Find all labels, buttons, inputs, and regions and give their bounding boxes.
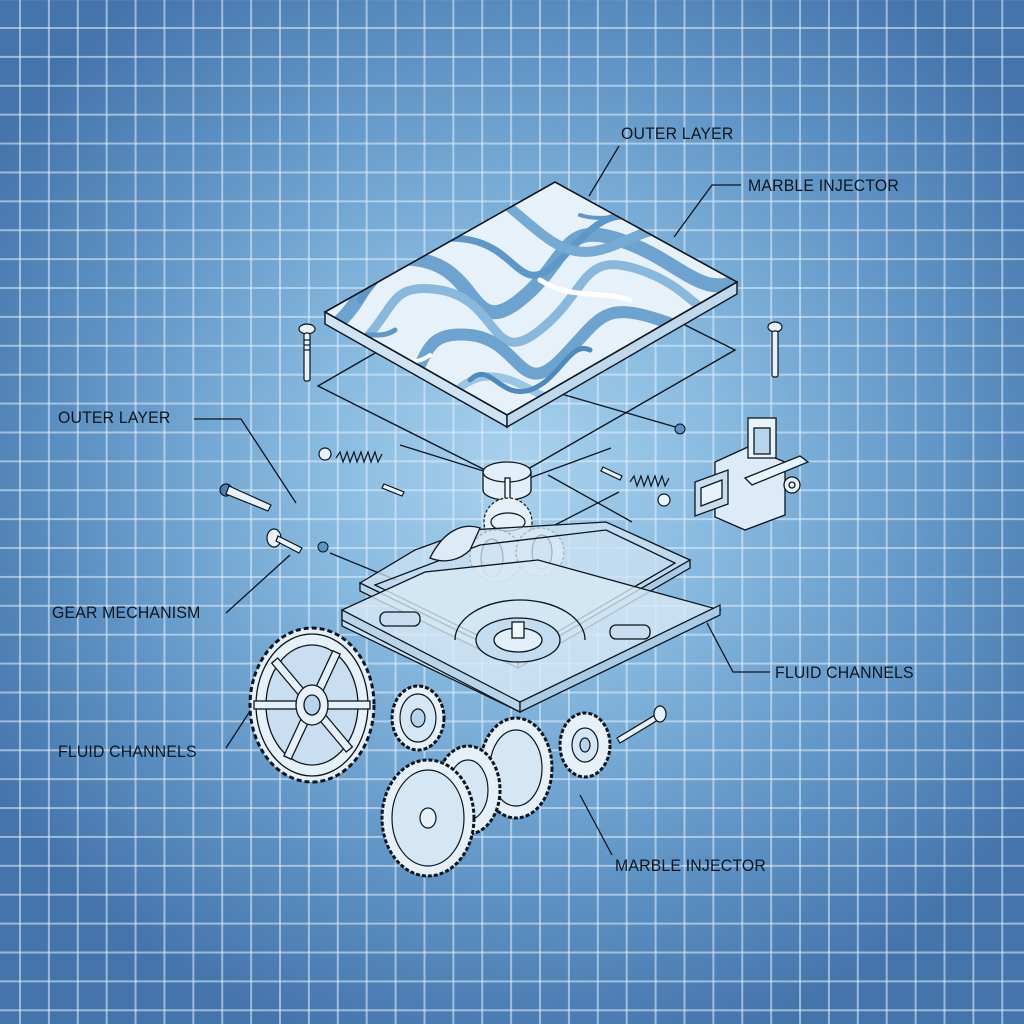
label-outer-layer-top: OUTER LAYER [621, 124, 734, 143]
label-fluid-channels-left: FLUID CHANNELS [58, 742, 197, 761]
label-outer-layer-left: OUTER LAYER [58, 408, 171, 427]
label-marble-injector-top: MARBLE INJECTOR [748, 176, 899, 195]
bolt-left [219, 483, 272, 512]
pin-with-washer [266, 528, 303, 554]
screw-left [298, 323, 316, 382]
large-spoked-gear [248, 626, 376, 784]
gear-5 [380, 758, 476, 878]
pin-ball-right [674, 423, 686, 435]
screw-right [767, 321, 783, 378]
axle-pin [616, 705, 667, 744]
marbled-top-plate [323, 181, 739, 429]
injector-block [694, 417, 810, 531]
label-fluid-channels-right: FLUID CHANNELS [775, 663, 914, 682]
small-gear-2 [558, 711, 612, 779]
spring-right [600, 466, 671, 507]
spring-left [318, 447, 405, 497]
label-marble-injector-bottom: MARBLE INJECTOR [615, 856, 766, 875]
small-gear-1 [390, 684, 446, 752]
label-gear-mechanism: GEAR MECHANISM [52, 603, 201, 622]
pin-ball-left [317, 541, 329, 553]
base-plate [341, 559, 722, 714]
